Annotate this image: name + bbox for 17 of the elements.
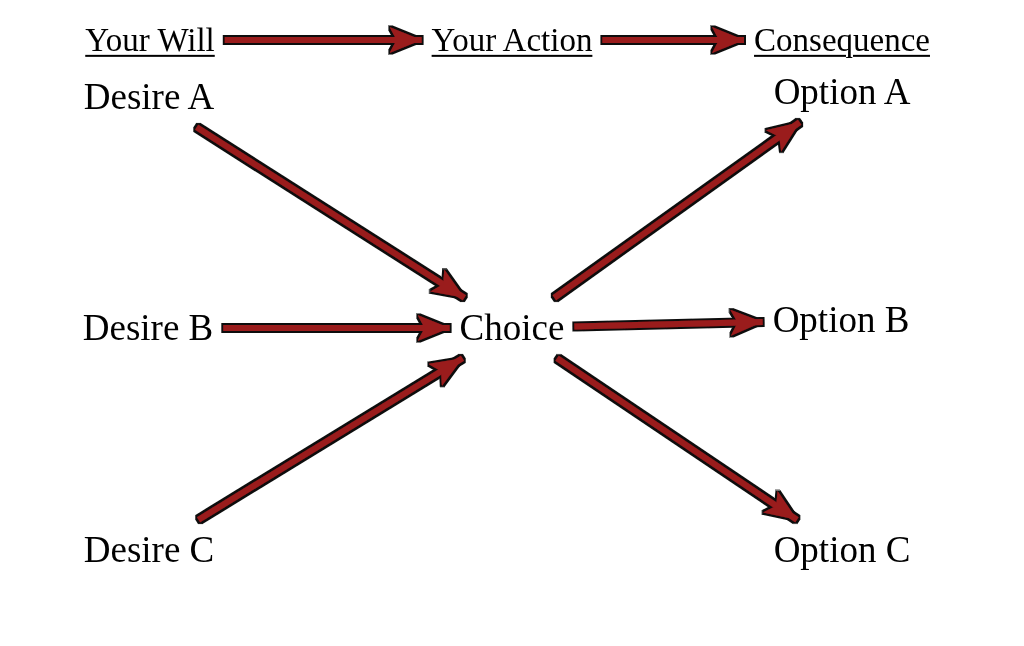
node-label: Option C — [773, 529, 911, 571]
column-heading: Consequence — [754, 21, 930, 59]
column-heading: Your Will — [85, 21, 215, 59]
node-label: Desire B — [82, 307, 214, 349]
arrow — [195, 124, 466, 301]
arrow — [602, 27, 744, 53]
node-label: Choice — [459, 307, 565, 349]
node-label: Option B — [772, 299, 910, 341]
arrow — [574, 309, 763, 336]
column-heading: Your Action — [431, 21, 593, 59]
node-label: Option A — [773, 71, 911, 113]
arrow — [223, 315, 450, 341]
arrow — [224, 27, 422, 53]
arrow — [555, 355, 799, 523]
node-label: Desire A — [83, 76, 215, 118]
arrow — [552, 119, 802, 301]
node-label: Desire C — [83, 529, 215, 571]
